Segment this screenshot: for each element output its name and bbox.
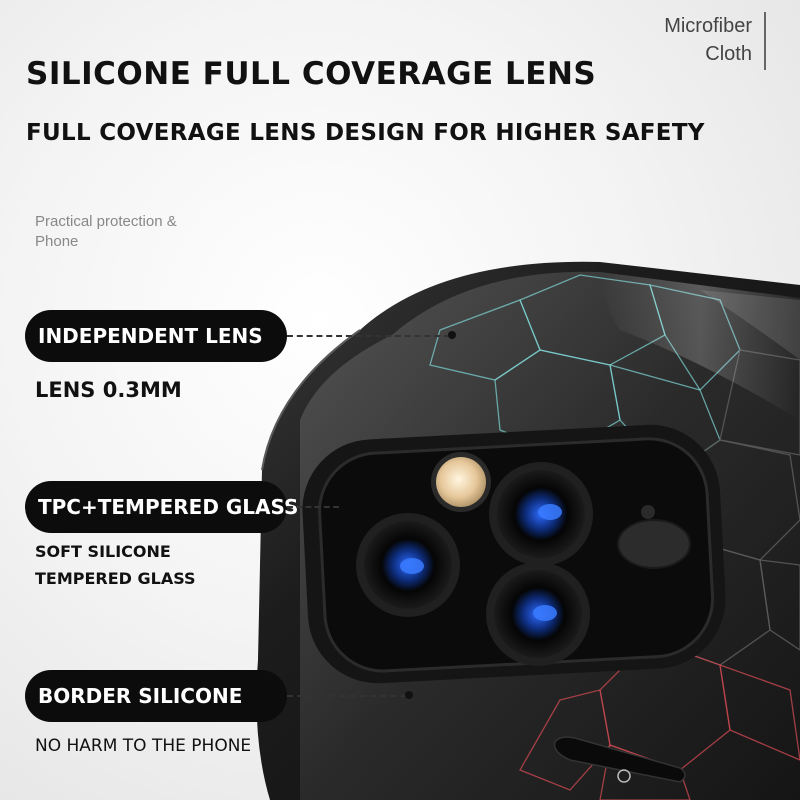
corner-divider	[764, 12, 766, 70]
leader-line	[287, 335, 450, 337]
feature-pill-independent-lens: INDEPENDENT LENS	[25, 310, 287, 362]
practical-protection-note: Practical protection & Phone	[35, 213, 177, 250]
feature-detail: SOFT SILICONE	[35, 542, 171, 561]
page-title: SILICONE FULL COVERAGE LENS	[26, 56, 597, 92]
feature-detail: TEMPERED GLASS	[35, 569, 196, 588]
feature-pill-border-silicone: BORDER SILICONE	[25, 670, 287, 722]
leader-dot	[405, 691, 413, 699]
leader-line	[287, 506, 339, 508]
camera-lens-icon	[486, 562, 590, 666]
feature-detail: NO HARM TO THE PHONE	[35, 736, 252, 756]
microfiber-cloth-label: Microfiber Cloth	[664, 15, 752, 65]
leader-dot	[448, 331, 456, 339]
power-button-icon	[617, 769, 631, 783]
camera-lens-icon	[356, 513, 460, 617]
camera-lens-icon	[489, 462, 593, 566]
side-button-cutout	[553, 736, 686, 783]
feature-detail: LENS 0.3MM	[35, 378, 182, 402]
leader-line	[287, 695, 407, 697]
feature-pill-tpc-tempered-glass: TPC+TEMPERED GLASS	[25, 481, 298, 533]
page-subtitle: FULL COVERAGE LENS DESIGN FOR HIGHER SAF…	[26, 120, 705, 146]
